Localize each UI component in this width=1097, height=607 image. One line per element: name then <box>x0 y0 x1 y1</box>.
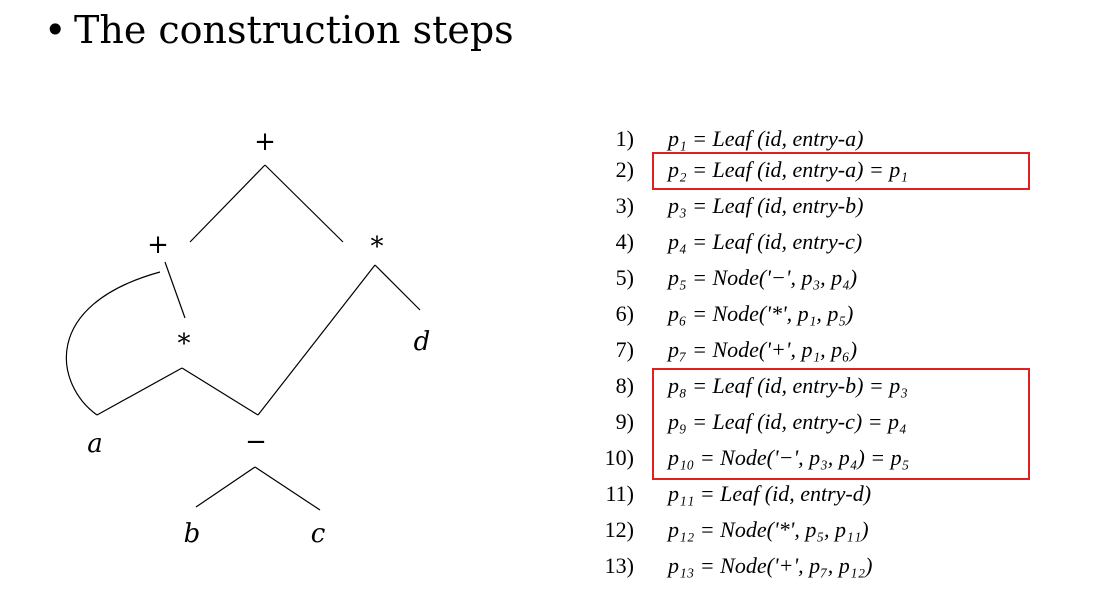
step-expression: p₇ = Node('+', p₁, p₆) <box>668 337 858 362</box>
bullet: • <box>44 8 67 52</box>
step-expression: p₁₃ = Node('+', p₇, p₁₂) <box>668 553 873 578</box>
step-expression: p₂ = Leaf (id, entry-a) = p₁ <box>668 157 908 182</box>
step-expression: p₁₀ = Node('−', p₃, p₄) = p₅ <box>668 445 910 470</box>
edge-inner-plus-a <box>65 271 161 416</box>
edge-minus-b <box>195 466 256 508</box>
edge-inner-times-a <box>96 367 183 416</box>
node-inner-times: * <box>178 329 191 359</box>
step-row: 6) p₆ = Node('*', p₁, p₅) <box>590 301 1090 337</box>
step-row: 5) p₅ = Node('−', p₃, p₄) <box>590 265 1090 301</box>
step-expression: p₄ = Leaf (id, entry-c) <box>668 229 863 254</box>
step-expression: p₃ = Leaf (id, entry-b) <box>668 193 864 218</box>
step-number: 2) <box>615 157 634 182</box>
node-d: d <box>414 327 431 357</box>
step-number: 6) <box>615 301 634 326</box>
edge-root-right-times <box>264 164 344 243</box>
step-expression: p₁ = Leaf (id, entry-a) <box>668 126 864 151</box>
step-number: 10) <box>604 445 634 470</box>
step-number: 1) <box>615 126 634 151</box>
edge-inner-plus-inner-times <box>164 261 186 319</box>
step-row: 12) p₁₂ = Node('*', p₅, p₁₁) <box>590 517 1090 553</box>
step-row: 13) p₁₃ = Node('+', p₇, p₁₂) <box>590 553 1090 589</box>
node-root-plus: + <box>254 127 276 157</box>
step-row: 11) p₁₁ = Leaf (id, entry-d) <box>590 481 1090 517</box>
step-row: 8) p₈ = Leaf (id, entry-b) = p₃ <box>590 373 1090 409</box>
step-number: 5) <box>615 265 634 290</box>
step-expression: p₁₁ = Leaf (id, entry-d) <box>668 481 872 506</box>
highlight-box-step-2 <box>652 152 1030 190</box>
step-row: 1) p₁ = Leaf (id, entry-a) <box>590 126 1090 162</box>
step-number: 4) <box>615 229 634 254</box>
edge-root-inner-plus <box>189 164 266 243</box>
edge-inner-times-minus <box>181 367 259 416</box>
step-expression: p₅ = Node('−', p₃, p₄) <box>668 265 858 290</box>
step-number: 9) <box>615 409 634 434</box>
step-row: 4) p₄ = Leaf (id, entry-c) <box>590 229 1090 265</box>
edge-right-times-minus <box>257 264 376 416</box>
step-row: 2) p₂ = Leaf (id, entry-a) = p₁ <box>590 157 1090 193</box>
step-row: 9) p₉ = Leaf (id, entry-c) = p₄ <box>590 409 1090 445</box>
step-expression: p₁₂ = Node('*', p₅, p₁₁) <box>668 517 869 542</box>
step-row: 7) p₇ = Node('+', p₁, p₆) <box>590 337 1090 373</box>
step-number: 12) <box>604 517 634 542</box>
dag-diagram: + + * * d − a b c <box>65 127 431 549</box>
node-b: b <box>184 519 201 549</box>
node-a: a <box>87 429 103 459</box>
step-expression: p₆ = Node('*', p₁, p₅) <box>668 301 854 326</box>
step-number: 13) <box>604 553 634 578</box>
step-expression: p₉ = Leaf (id, entry-c) = p₄ <box>668 409 907 434</box>
heading-text: The construction steps <box>74 8 514 52</box>
edge-right-times-d <box>374 264 421 311</box>
step-number: 8) <box>615 373 634 398</box>
step-number: 11) <box>605 481 634 506</box>
node-inner-plus: + <box>147 230 169 260</box>
step-number: 3) <box>615 193 634 218</box>
step-number: 7) <box>615 337 634 362</box>
edge-minus-c <box>254 466 321 511</box>
step-row: 3) p₃ = Leaf (id, entry-b) <box>590 193 1090 229</box>
node-right-times: * <box>371 232 384 262</box>
highlight-box-steps-8-10 <box>652 368 1030 480</box>
step-row: 10) p₁₀ = Node('−', p₃, p₄) = p₅ <box>590 445 1090 481</box>
node-c: c <box>311 519 326 549</box>
node-minus: − <box>245 427 267 457</box>
step-expression: p₈ = Leaf (id, entry-b) = p₃ <box>668 373 908 398</box>
